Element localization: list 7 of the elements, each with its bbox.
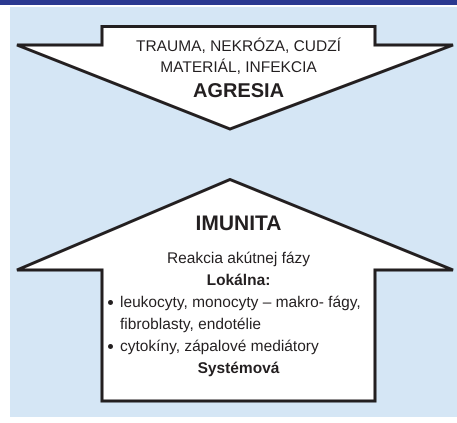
heading: AGRESIA: [192, 79, 284, 104]
subheading: Systémová: [198, 359, 280, 379]
bullet-item: cytokíny, zápalové mediátory: [102, 336, 375, 358]
subheading: Lokálna:: [206, 271, 270, 291]
subheading: Reakcia akútnej fázy: [166, 249, 310, 269]
heading: IMUNITA: [196, 211, 282, 237]
cause-text: TRAUMA, NEKRÓZA, CUDZÍ MATERIÁL, INFEKCIA: [135, 36, 342, 78]
